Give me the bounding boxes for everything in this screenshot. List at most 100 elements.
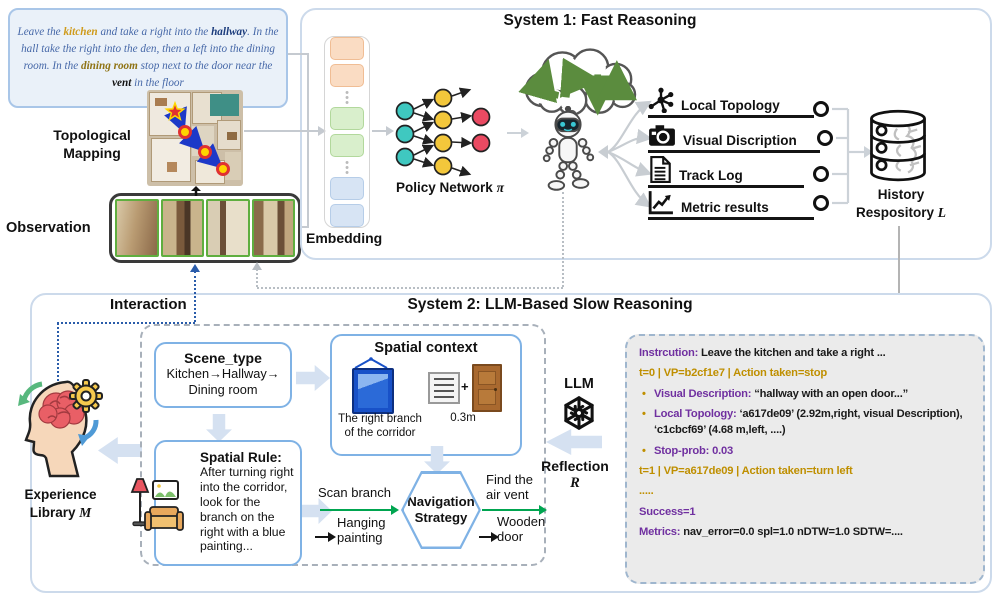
log-bullet: •	[642, 444, 646, 457]
gear-icon	[69, 379, 103, 413]
embedding-cell-peach	[330, 37, 364, 60]
observation-label: Observation	[6, 220, 91, 236]
log-segment: ‘a617de09’ (2.92m,right, visual Descript…	[654, 408, 963, 437]
L-symbol: L	[937, 204, 947, 220]
furniture-icons	[130, 478, 184, 531]
log-segment: t=1 | VP=a617de09 | Action taken=turn le…	[639, 464, 853, 477]
output-row: Local Topology	[648, 87, 814, 118]
log-line: Metrics: nav_error=0.0 spl=1.0 nDTW=1.0 …	[639, 525, 971, 541]
scene-type-card: Scene_type Kitchen→Hallway→Dining room	[154, 342, 292, 408]
topology-icon	[648, 87, 674, 113]
log-line: t=0 | VP=b2cf1e7 | Action taken=stop	[639, 366, 971, 382]
reflection-symbol: R	[570, 475, 580, 491]
arrowhead	[391, 505, 399, 515]
log-segment: Stop-prob: 0.03	[654, 444, 734, 457]
map-room	[151, 138, 191, 182]
vent-icon	[428, 372, 460, 404]
observation-image	[160, 199, 204, 257]
log-bullet: •	[642, 387, 646, 400]
connector-ring	[813, 195, 829, 211]
navigation-strategy-hexagon: Navigation Strategy	[401, 471, 481, 549]
connector	[307, 53, 309, 228]
policy-network-label: Policy Network π	[396, 180, 504, 195]
map-node-icon	[178, 125, 192, 139]
interaction-connector	[57, 322, 195, 324]
instruction-segment: and take a right into the	[97, 26, 212, 39]
chart-icon	[648, 190, 674, 215]
wooden-door-icon	[472, 364, 502, 412]
arrowhead	[318, 126, 326, 136]
output-row: Track Log	[648, 156, 804, 188]
connector	[244, 130, 307, 132]
log-segment: Metrics:	[639, 526, 681, 539]
map-room	[225, 152, 241, 180]
history-repository-label: History Respository L	[855, 187, 947, 220]
log-segment: nav_error=0.0 spl=1.0 nDTW=1.0 SDTW=....	[680, 526, 903, 539]
system1-title: System 1: Fast Reasoning	[503, 12, 697, 29]
log-line: Instrcution: Leave the kitchen and take …	[639, 346, 971, 362]
outputs-to-history-connector	[832, 107, 873, 205]
embedding-cell-green	[330, 107, 364, 130]
embedding-cell-blue	[330, 204, 364, 227]
output-label: Track Log	[679, 168, 743, 183]
embedding-cell-blue	[330, 177, 364, 200]
log-segment: Visual Description:	[654, 387, 752, 400]
reflection-label: Reflection	[541, 458, 609, 474]
turn-left-arrow-icon	[518, 58, 560, 104]
experience-library-icon	[18, 379, 103, 478]
plus-sign: +	[461, 379, 469, 394]
pi-symbol: π	[496, 180, 504, 195]
instruction-segment: vent	[112, 76, 132, 89]
arrowhead	[252, 262, 262, 270]
connector	[288, 53, 307, 55]
embedding-cell-green	[330, 134, 364, 157]
output-row: Visual Discription	[648, 123, 820, 153]
experience-library-label: Experience Library M	[24, 487, 97, 521]
system2-title: System 2: LLM-Based Slow Reasoning	[407, 296, 693, 313]
log-line: •Local Topology: ‘a617de09’ (2.92m,right…	[639, 407, 971, 439]
document-icon	[648, 156, 672, 183]
instruction-box: Leave the kitchen and take a right into …	[8, 8, 288, 108]
embedding-column: ••••••	[324, 36, 370, 228]
map-furniture	[155, 98, 167, 106]
log-segment: Leave the kitchen and take a right ...	[698, 347, 886, 359]
feedback-connector	[257, 287, 563, 289]
embedding-label: Embedding	[306, 230, 383, 246]
observation-panorama	[109, 193, 301, 263]
log-segment: t=0 | VP=b2cf1e7 | Action taken=stop	[639, 367, 827, 380]
embedding-cell-peach	[330, 64, 364, 87]
embedding-ellipsis: •••	[345, 87, 349, 109]
robot-agent-icon	[542, 106, 595, 191]
log-segment: Success=1	[639, 505, 696, 518]
instruction-segment: kitchen	[63, 26, 98, 39]
log-segment: Instrcution:	[639, 347, 699, 359]
map-start-star-icon	[164, 100, 186, 122]
M-symbol: M	[79, 505, 92, 521]
arrowhead	[190, 264, 200, 272]
output-row: Metric results	[648, 190, 814, 220]
find-air-vent-arrow	[482, 509, 540, 511]
distance-label: 0.3m	[450, 412, 476, 424]
interaction-label: Interaction	[110, 296, 187, 313]
observation-image	[115, 199, 159, 257]
connector-ring	[813, 101, 829, 117]
log-segment: Local Topology:	[654, 408, 737, 421]
connector-ring	[817, 130, 833, 146]
llm-label: LLM	[564, 376, 594, 392]
map-node-icon	[198, 145, 212, 159]
wooden-door-arrow	[479, 536, 492, 538]
log-line: Success=1	[639, 505, 971, 521]
camera-icon	[648, 124, 676, 148]
policy-network-diagram	[395, 87, 491, 177]
connector-ring	[813, 166, 829, 182]
log-segment: .....	[639, 485, 654, 498]
output-label: Visual Discription	[683, 133, 797, 148]
map-edge	[196, 143, 224, 169]
instruction-segment: hallway	[211, 26, 248, 39]
spatial-context-title: Spatial context	[374, 340, 478, 356]
map-node-icon	[216, 162, 230, 176]
feedback-connector	[256, 269, 258, 287]
